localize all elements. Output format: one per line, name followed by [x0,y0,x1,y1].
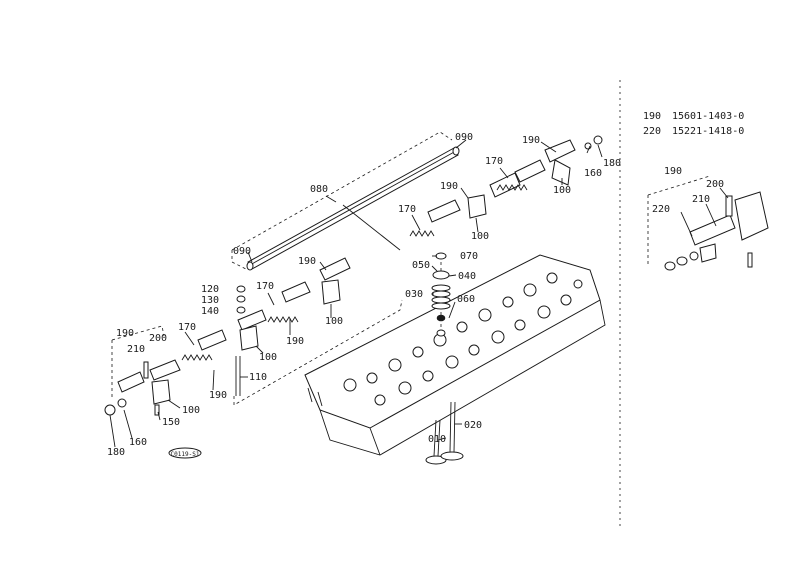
push-rod-110 [235,356,241,396]
callout-200: 200 [149,333,167,344]
callout-130: 130 [201,295,219,306]
callout-100: 100 [553,185,571,196]
callout-040: 040 [458,271,476,282]
rocker-arm-assy-3 [237,257,351,351]
callout-190: 190 [522,135,540,146]
cylinder-head [304,254,606,456]
callout-010: 010 [428,434,446,445]
callout-180: 180 [107,447,125,458]
ref-row-1-part: 15601-1403-0 [672,111,744,122]
callout-210: 210 [127,344,145,355]
valve-spring [431,284,451,310]
callout-210: 210 [692,194,710,205]
callout-140: 140 [201,306,219,317]
callout-190: 190 [286,336,304,347]
callout-100: 100 [471,231,489,242]
callout-090: 090 [455,132,473,143]
callout-190: 190 [440,181,458,192]
callout-180: 180 [603,158,621,169]
figure-code: C0119-S1 [171,451,200,458]
callout-220: 220 [652,204,670,215]
head-ports [343,272,583,406]
small-parts-120-140 [236,285,246,314]
callout-050: 050 [412,260,430,271]
ref-row-2-no: 220 [643,126,661,137]
valve-spring-stack [431,252,451,337]
rocker-arm-assy-2 [427,172,521,223]
callout-160: 160 [129,437,147,448]
callout-060: 060 [457,294,475,305]
callout-020: 020 [464,420,482,431]
callout-190: 190 [664,166,682,177]
callout-030: 030 [405,289,423,300]
callout-190: 190 [209,390,227,401]
callout-110: 110 [249,372,267,383]
ref-row-2-part: 15221-1418-0 [672,126,744,137]
callout-090: 090 [233,246,251,257]
detail-assembly [647,175,769,271]
callout-070: 070 [460,251,478,262]
leader-lines [109,139,603,448]
reference-table: 190 15601-1403-0 220 15221-1418-0 [643,111,744,137]
figure-code-badge: C0119-S1 [168,447,202,459]
rocker-shaft [231,131,460,271]
callout-170: 170 [178,322,196,333]
ref-row-1-no: 190 [643,111,661,122]
callout-160: 160 [584,168,602,179]
callout-100: 100 [182,405,200,416]
rocker-arm-assy-1 [514,135,603,186]
callout-100: 100 [259,352,277,363]
callout-190: 190 [298,256,316,267]
valve-020 [440,401,464,461]
callout-labels: 090 080 090 190 160 180 100 170 190 100 … [107,132,724,458]
callout-200: 200 [706,179,724,190]
callout-170: 170 [485,156,503,167]
callout-150: 150 [162,417,180,428]
shaft-springs [181,184,528,361]
callout-080: 080 [310,184,328,195]
callout-100: 100 [325,316,343,327]
screws-front [104,361,160,416]
valve-010 [425,419,447,465]
callout-170: 170 [256,281,274,292]
callout-190: 190 [116,328,134,339]
callout-120: 120 [201,284,219,295]
rocker-arm-assy-4 [117,329,227,405]
callout-170: 170 [398,204,416,215]
